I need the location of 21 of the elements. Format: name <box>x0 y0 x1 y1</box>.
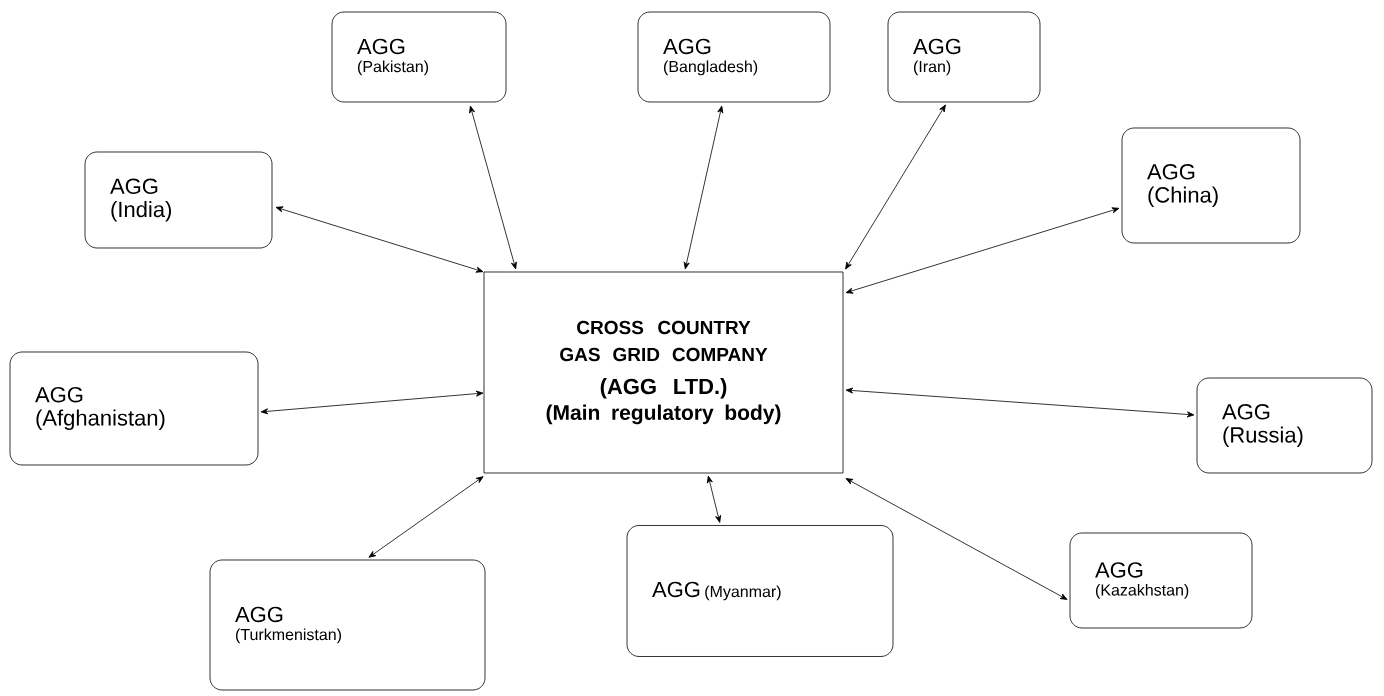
arrow <box>845 478 1068 600</box>
country-box: AGG (China) <box>1121 127 1301 244</box>
arrow <box>275 206 484 273</box>
arrow <box>845 104 946 270</box>
country-box: AGG (Afghanistan) <box>9 351 259 466</box>
country-box: AGG (India) <box>84 151 273 249</box>
country-box: AGG (Russia) <box>1196 377 1373 474</box>
arrow <box>683 105 724 270</box>
arrow <box>845 207 1120 294</box>
country-box: AGG (Iran) <box>887 11 1041 103</box>
country-box: AGG (Bangladesh) <box>637 11 831 103</box>
arrow <box>845 387 1195 418</box>
country-box: AGG (Myanmar) <box>626 525 894 657</box>
arrow <box>260 390 484 415</box>
regulatory-body-box: CROSS COUNTRY GAS GRID COMPANY (AGG LTD.) (Main regulatory body) <box>483 271 844 474</box>
country-box: AGG (Kazakhstan) <box>1069 532 1253 629</box>
arrow <box>706 475 722 523</box>
country-box: AGG (Turkmenistan) <box>209 559 486 691</box>
country-box: AGG (Pakistan) <box>331 11 507 103</box>
arrow <box>469 105 517 270</box>
arrow <box>368 476 484 558</box>
